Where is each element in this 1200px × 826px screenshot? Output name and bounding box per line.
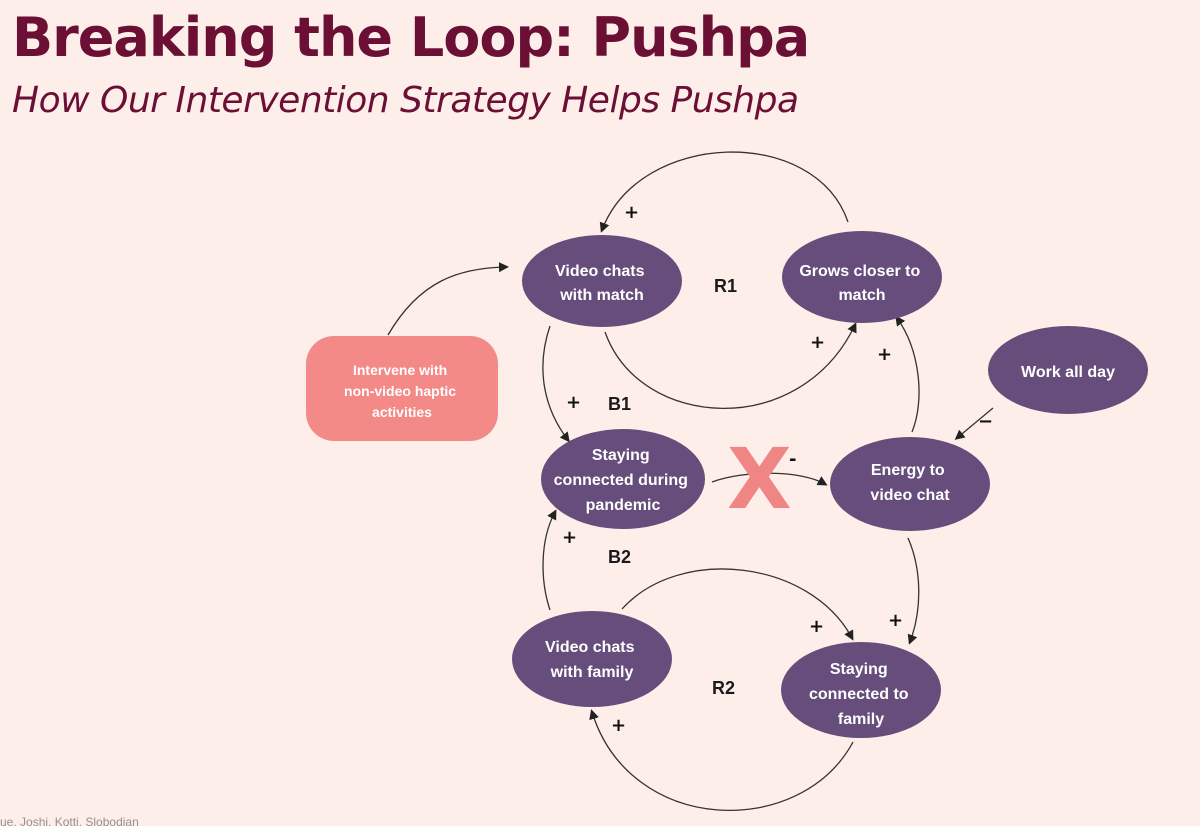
arrow-video-chats-to-grows-closer <box>604 322 857 410</box>
svg-text:Work all day: Work all day <box>1021 364 1115 381</box>
svg-text:Staying connected to: Staying connected to family <box>809 661 913 728</box>
loop-label-b2: B2 <box>608 547 631 567</box>
sign-top-arc: + <box>624 202 639 223</box>
arrow-intervene-to-video-chats <box>387 262 509 336</box>
arrow-family-to-pandemic <box>542 509 557 611</box>
page-subtitle: How Our Intervention Strategy Helps Push… <box>12 80 799 121</box>
svg-text:Grows closer to match: Grows closer to match <box>799 263 924 304</box>
intervention-node: Intervene with non-video haptic activiti… <box>306 336 498 441</box>
sign-bottom-arc: + <box>611 715 626 736</box>
loop-label-r1: R1 <box>714 276 737 296</box>
node-staying-pandemic: Staying connected during pandemic <box>541 429 705 529</box>
arrow-video-chats-to-pandemic <box>542 325 570 443</box>
svg-text:Video chats with match: Video chats with match <box>555 263 649 304</box>
node-staying-family: Staying connected to family <box>781 642 941 738</box>
svg-text:Video chats with family: Video chats with family <box>545 639 639 681</box>
sign-energy-to-closer: + <box>877 344 892 365</box>
node-work-all-day: Work all day <box>988 326 1148 414</box>
sign-energy-to-staying: + <box>888 610 903 631</box>
node-video-chats-family: Video chats with family <box>512 611 672 707</box>
sign-pandemic-to-energy: - <box>789 449 796 470</box>
arrow-energy-to-staying-family <box>907 537 920 645</box>
arrow-staying-family-to-family <box>589 709 854 811</box>
intervention-line-1: Intervene with <box>353 362 447 378</box>
footer-credits: ue, Joshi, Kotti, Slobodian <box>0 815 139 826</box>
node-energy-video-chat: Energy to video chat <box>830 437 990 531</box>
sign-family-to-staying: + <box>809 616 824 637</box>
arrow-pandemic-to-energy <box>711 472 828 486</box>
sign-work-to-energy: − <box>978 411 993 432</box>
arrow-work-to-energy <box>954 407 994 440</box>
node-grows-closer: Grows closer to match <box>782 231 942 323</box>
svg-text:Intervene with non-video: Intervene with non-video haptic activiti… <box>344 362 460 420</box>
break-x-mark: X <box>727 430 792 528</box>
svg-text:Staying connected during: Staying connected during pandemic <box>554 447 693 514</box>
node-video-chats-match: Video chats with match <box>522 235 682 327</box>
intervention-line-3: activities <box>372 404 432 420</box>
sign-match-to-closer: + <box>810 332 825 353</box>
arrow-grows-closer-to-video-chats <box>599 151 849 233</box>
arrow-energy-to-grows-closer <box>895 315 920 433</box>
intervention-line-2: non-video haptic <box>344 383 456 399</box>
svg-text:Energy to video chat: Energy to video chat <box>870 462 950 504</box>
page-title: Breaking the Loop: Pushpa <box>12 6 810 69</box>
arrow-family-to-staying-family <box>621 568 854 641</box>
sign-match-to-pandemic: + <box>566 392 581 413</box>
loop-label-r2: R2 <box>712 678 735 698</box>
sign-family-to-pandemic: + <box>562 527 577 548</box>
loop-label-b1: B1 <box>608 394 631 414</box>
